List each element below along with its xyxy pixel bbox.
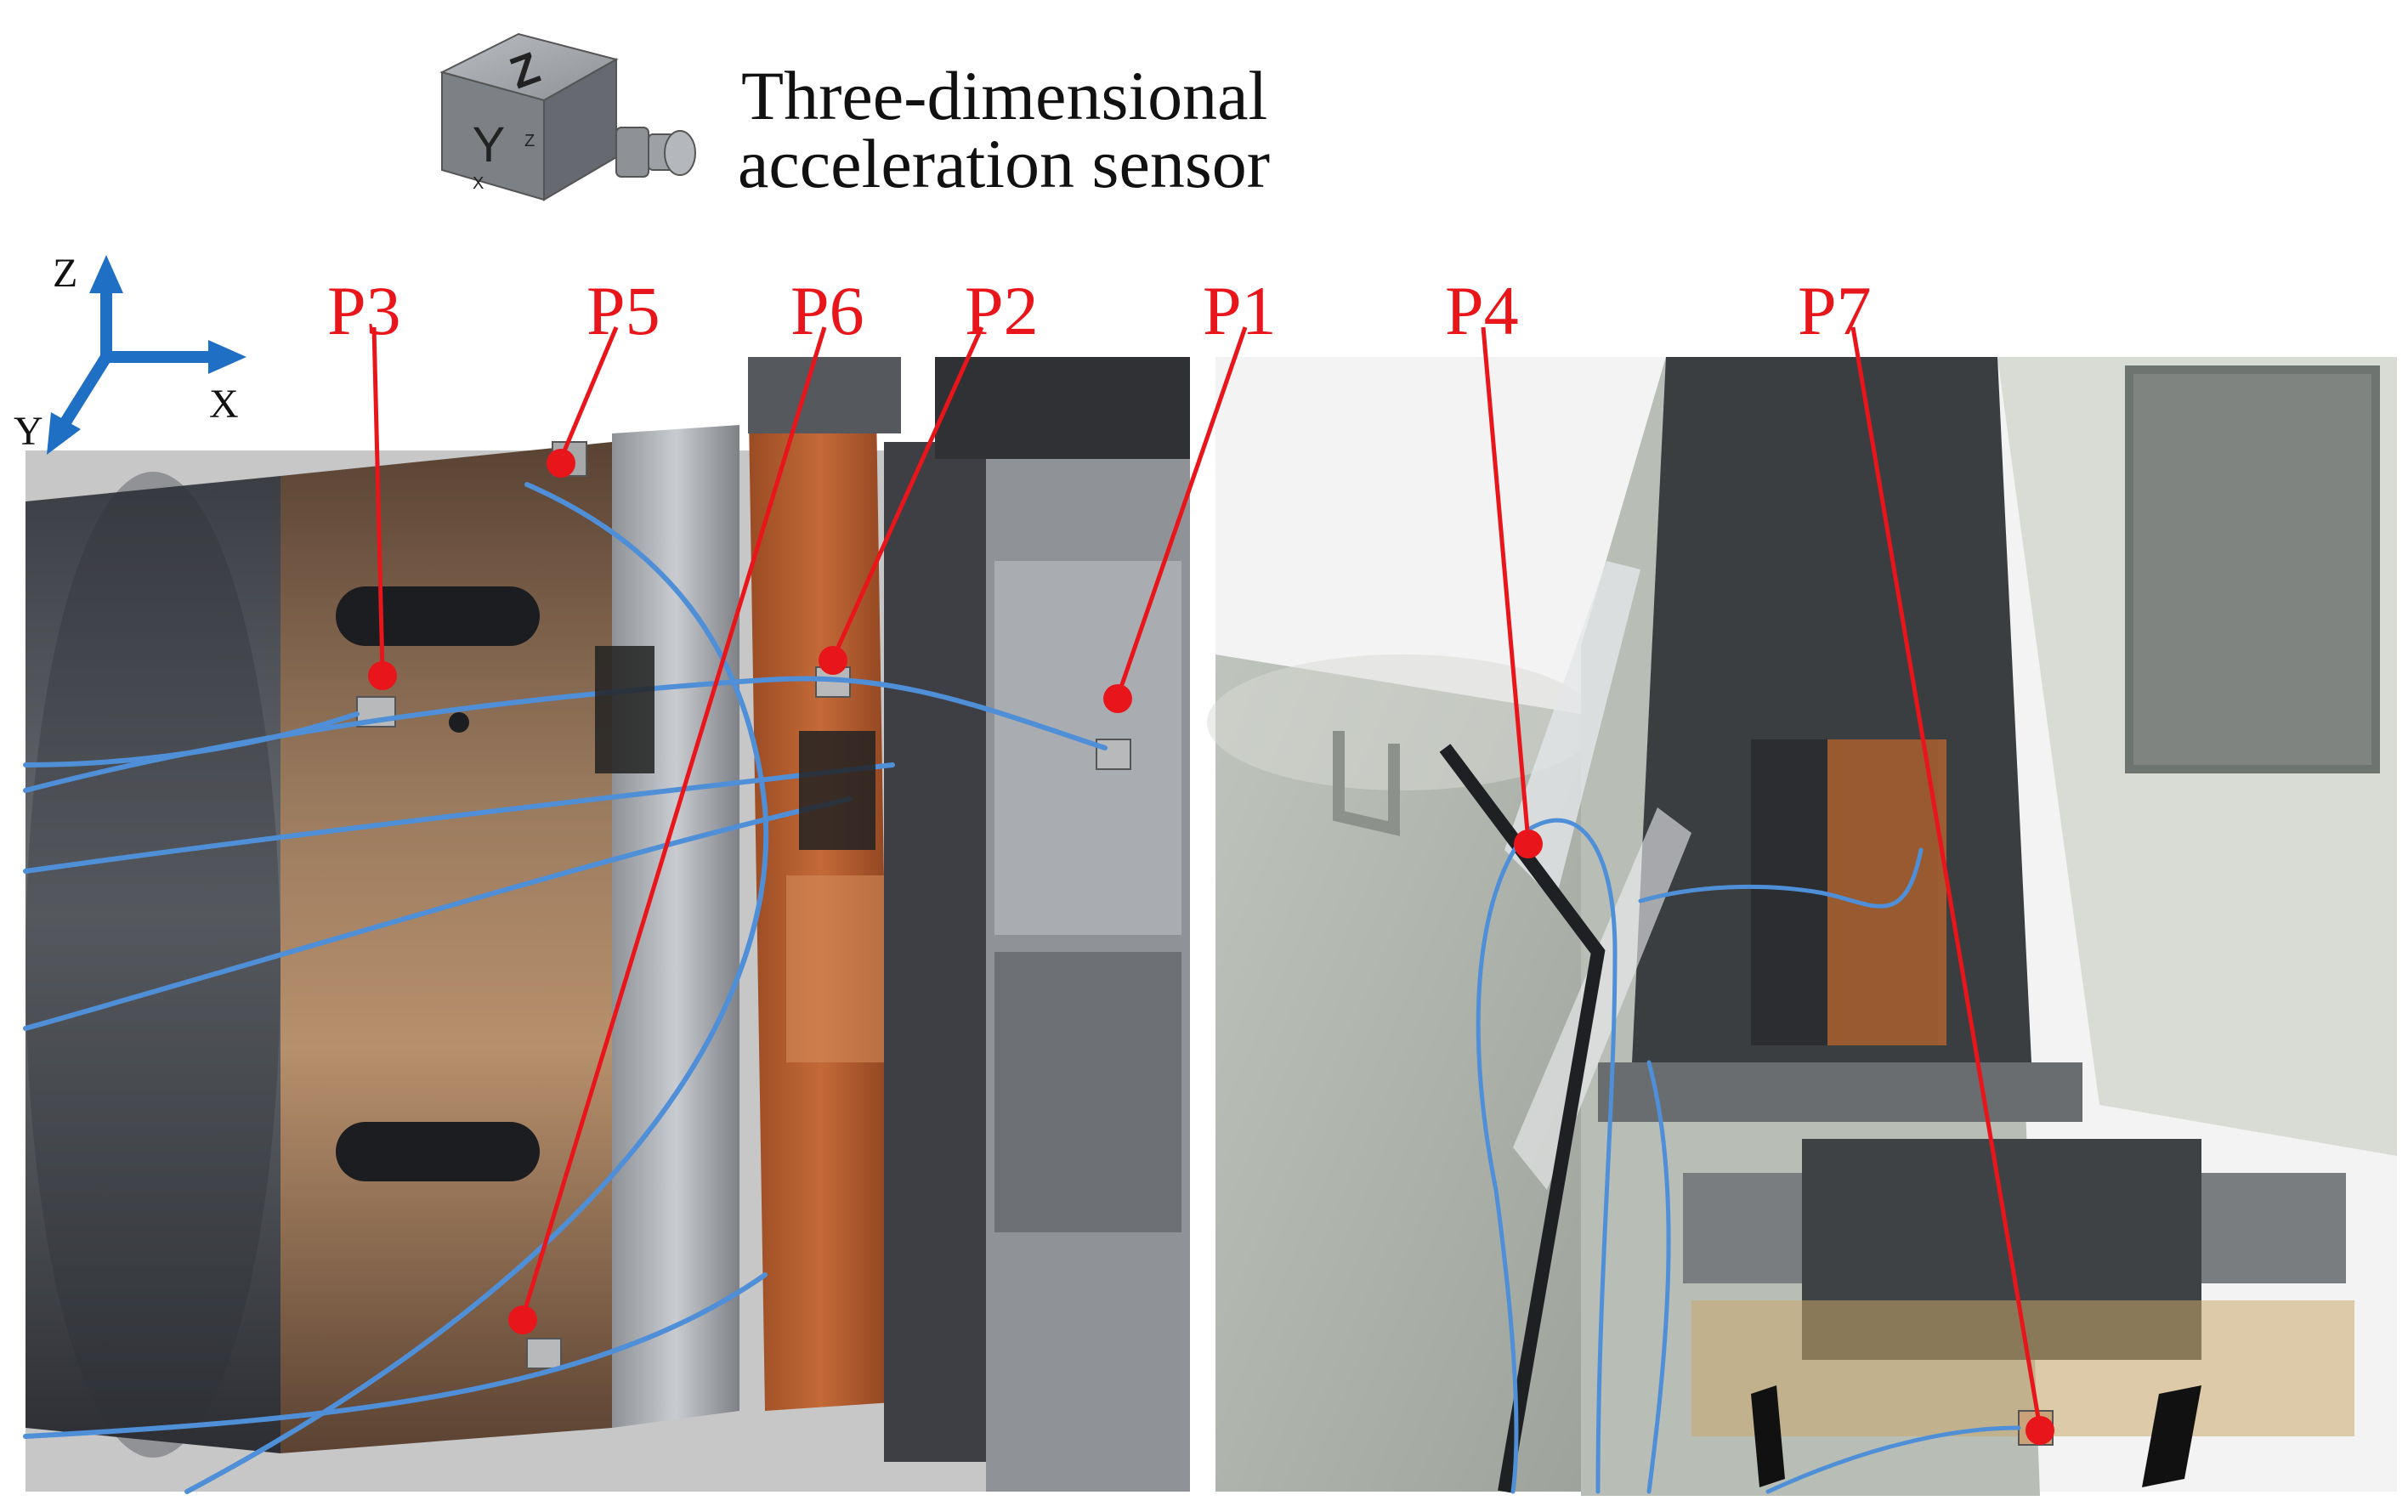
acceleration-sensor-icon (439, 32, 696, 201)
sensor-small-z: Z (524, 132, 535, 150)
point-label-p5: P5 (586, 272, 660, 349)
sensor-small-x: X (473, 174, 484, 193)
caption-line-2: acceleration sensor (738, 125, 1271, 202)
point-label-p6: P6 (790, 272, 864, 349)
sensor-front-letter: Y (473, 117, 506, 173)
measurement-point-markers (371, 326, 2043, 1429)
caption-line-1: Three-dimensional (741, 57, 1268, 134)
coordinate-axes-icon (25, 255, 255, 455)
point-label-p2: P2 (965, 272, 1039, 349)
point-label-p7: P7 (1798, 272, 1872, 349)
axis-z-label: Z (53, 251, 78, 296)
left-photo-bearing-assembly (23, 357, 1190, 1494)
point-label-p1: P1 (1203, 272, 1277, 349)
measurement-point-dots (368, 449, 2054, 1445)
axis-x-label: X (209, 382, 239, 427)
point-label-p3: P3 (327, 272, 401, 349)
axis-y-label: Y (14, 409, 43, 454)
point-label-p4: P4 (1445, 272, 1519, 349)
right-photo-machine-housing (1207, 357, 2397, 1496)
